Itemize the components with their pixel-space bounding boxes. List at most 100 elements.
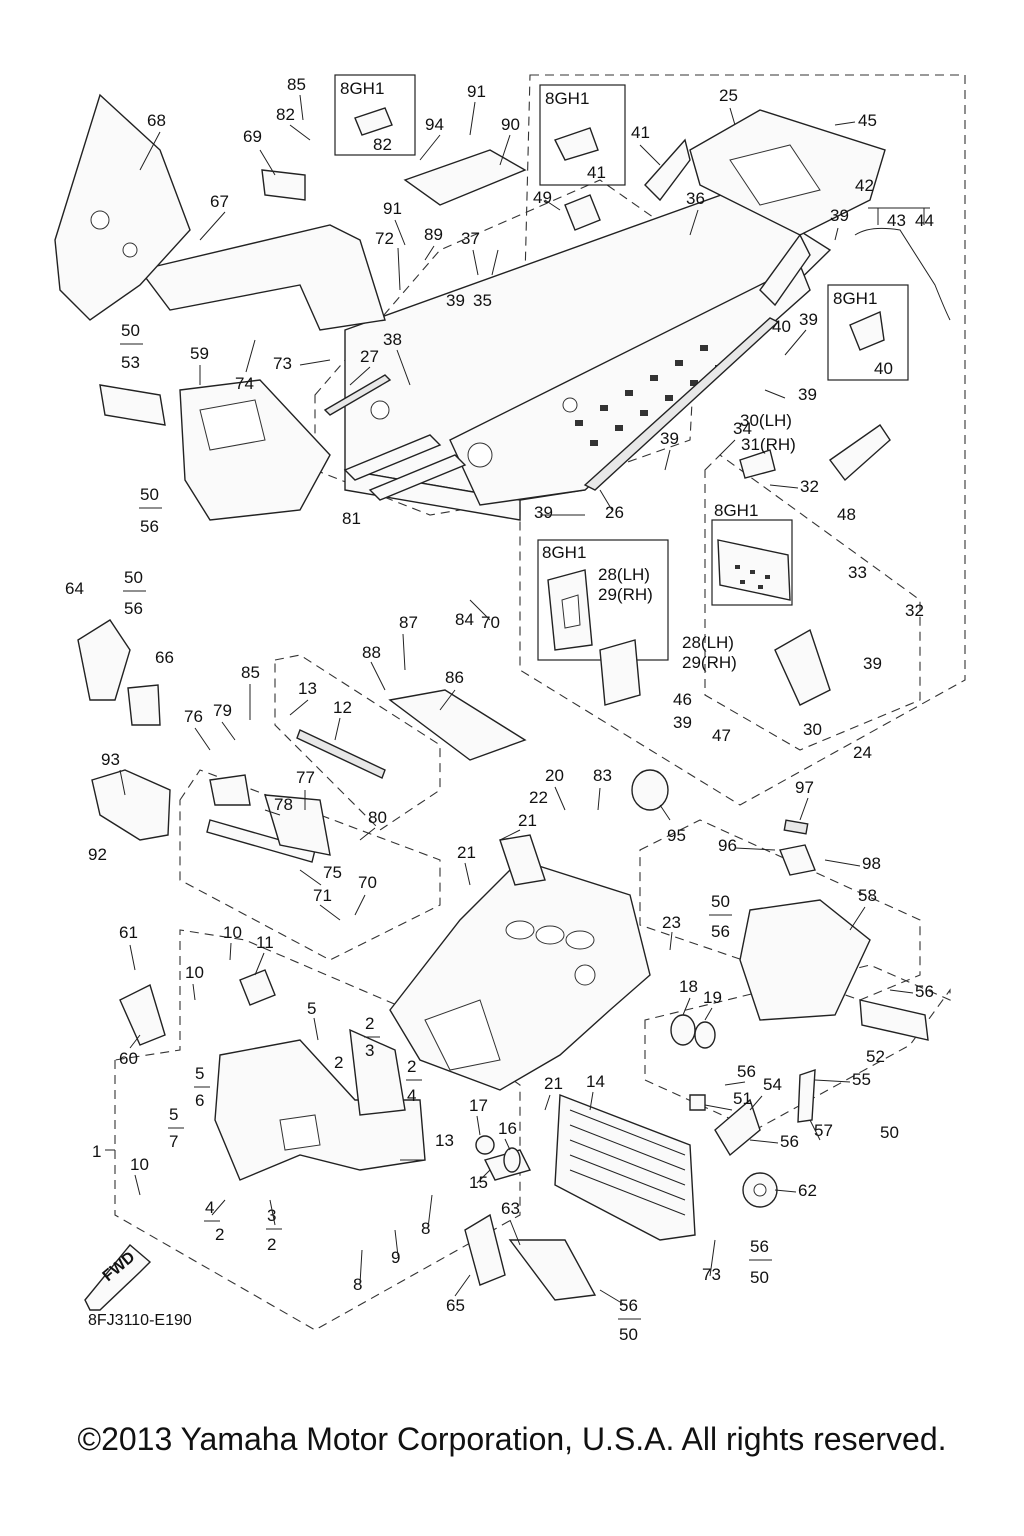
callout-32: 32 bbox=[905, 601, 924, 620]
callout-50: 50 bbox=[880, 1123, 899, 1142]
callout-37: 37 bbox=[461, 229, 480, 248]
suspension-frame bbox=[214, 1028, 426, 1181]
callout-10: 10 bbox=[223, 923, 242, 942]
cover-92 bbox=[91, 769, 171, 841]
callout-8: 8 bbox=[421, 1219, 430, 1238]
callout-62: 62 bbox=[798, 1181, 817, 1200]
callout-56: 56 bbox=[915, 982, 934, 1001]
callout-24: 24 bbox=[853, 743, 872, 762]
inset-41: 8GH1 bbox=[539, 84, 626, 186]
callout-29: 29(RH) bbox=[598, 585, 653, 604]
callout-50: 50 bbox=[711, 892, 730, 911]
callout-29: 29(RH) bbox=[682, 653, 737, 672]
callout-13: 13 bbox=[435, 1131, 454, 1150]
callout-2: 2 bbox=[215, 1225, 224, 1244]
cap-17 bbox=[475, 1135, 495, 1155]
callout-9: 9 bbox=[391, 1248, 400, 1267]
callout-40: 40 bbox=[874, 359, 893, 378]
callout-57: 57 bbox=[814, 1121, 833, 1140]
callout-16: 16 bbox=[498, 1119, 517, 1138]
callout-97: 97 bbox=[795, 778, 814, 797]
callout-6: 6 bbox=[195, 1091, 204, 1110]
plate-34 bbox=[739, 449, 776, 479]
bar-12 bbox=[296, 729, 386, 779]
inset-label: 8GH1 bbox=[833, 289, 877, 308]
seat-rail-67 bbox=[138, 224, 386, 331]
callout-68: 68 bbox=[147, 111, 166, 130]
bracket-90 bbox=[403, 149, 527, 206]
callout-28: 28(LH) bbox=[598, 565, 650, 584]
callout-56: 56 bbox=[780, 1132, 799, 1151]
callout-39: 39 bbox=[798, 385, 817, 404]
callout-72: 72 bbox=[375, 229, 394, 248]
bracket-40 bbox=[759, 233, 811, 307]
front-frame bbox=[389, 859, 651, 1091]
callout-12: 12 bbox=[333, 698, 352, 717]
callout-33: 33 bbox=[848, 563, 867, 582]
callout-80: 80 bbox=[368, 808, 387, 827]
callout-4: 4 bbox=[205, 1198, 214, 1217]
callout-4: 4 bbox=[407, 1086, 416, 1105]
boot-63 bbox=[508, 1239, 597, 1301]
callout-91: 91 bbox=[383, 199, 402, 218]
group-outline-58 bbox=[639, 819, 921, 1001]
callout-2: 2 bbox=[267, 1235, 276, 1254]
callout-86: 86 bbox=[445, 668, 464, 687]
callout-56: 56 bbox=[750, 1237, 769, 1256]
mount-11 bbox=[239, 969, 276, 1006]
bracket-28 bbox=[599, 639, 641, 706]
bracket-30 bbox=[774, 628, 831, 706]
inset-28: 8GH1 bbox=[537, 539, 669, 661]
part-96 bbox=[779, 844, 816, 876]
group-outline-30 bbox=[704, 454, 921, 751]
group-outline-50 bbox=[644, 964, 951, 1131]
callout-60: 60 bbox=[119, 1049, 138, 1068]
callout-71: 71 bbox=[313, 886, 332, 905]
callout-88: 88 bbox=[362, 643, 381, 662]
callout-39: 39 bbox=[660, 429, 679, 448]
callout-26: 26 bbox=[605, 503, 624, 522]
callout-73: 73 bbox=[702, 1265, 721, 1284]
callout-49: 49 bbox=[533, 188, 552, 207]
inset-label: 8GH1 bbox=[542, 543, 586, 562]
callout-56: 56 bbox=[711, 922, 730, 941]
callout-73: 73 bbox=[273, 354, 292, 373]
callout-98: 98 bbox=[862, 854, 881, 873]
callout-74: 74 bbox=[235, 374, 254, 393]
rail-81b bbox=[368, 454, 467, 501]
callout-30: 30(LH) bbox=[740, 411, 792, 430]
callout-85: 85 bbox=[287, 75, 306, 94]
callout-42: 42 bbox=[855, 176, 874, 195]
callout-82: 82 bbox=[373, 135, 392, 154]
callout-36: 36 bbox=[686, 189, 705, 208]
callout-83: 83 bbox=[593, 766, 612, 785]
callout-39: 39 bbox=[799, 310, 818, 329]
callout-59: 59 bbox=[190, 344, 209, 363]
group-outline-frame-upper bbox=[314, 179, 701, 516]
plate-49 bbox=[564, 194, 601, 231]
callout-79: 79 bbox=[213, 701, 232, 720]
callout-56: 56 bbox=[124, 599, 143, 618]
callout-22: 22 bbox=[529, 788, 548, 807]
callout-19: 19 bbox=[703, 988, 722, 1007]
callout-50: 50 bbox=[124, 568, 143, 587]
callout-50: 50 bbox=[140, 485, 159, 504]
callout-30: 30 bbox=[803, 720, 822, 739]
callout-3: 3 bbox=[267, 1206, 276, 1225]
callout-81: 81 bbox=[342, 509, 361, 528]
callout-92: 92 bbox=[88, 845, 107, 864]
group-outline-75 bbox=[179, 769, 441, 961]
callout-21: 21 bbox=[457, 843, 476, 862]
cover-66 bbox=[127, 684, 161, 726]
callout-10: 10 bbox=[130, 1155, 149, 1174]
bearing-18 bbox=[670, 1014, 696, 1046]
cover-64 bbox=[77, 619, 131, 701]
callout-54: 54 bbox=[763, 1075, 782, 1094]
callout-10: 10 bbox=[185, 963, 204, 982]
callout-39: 39 bbox=[673, 713, 692, 732]
callout-17: 17 bbox=[469, 1096, 488, 1115]
bracket-78 bbox=[209, 774, 251, 806]
inset-82: 8GH1 bbox=[334, 74, 416, 156]
column-22 bbox=[499, 834, 546, 886]
